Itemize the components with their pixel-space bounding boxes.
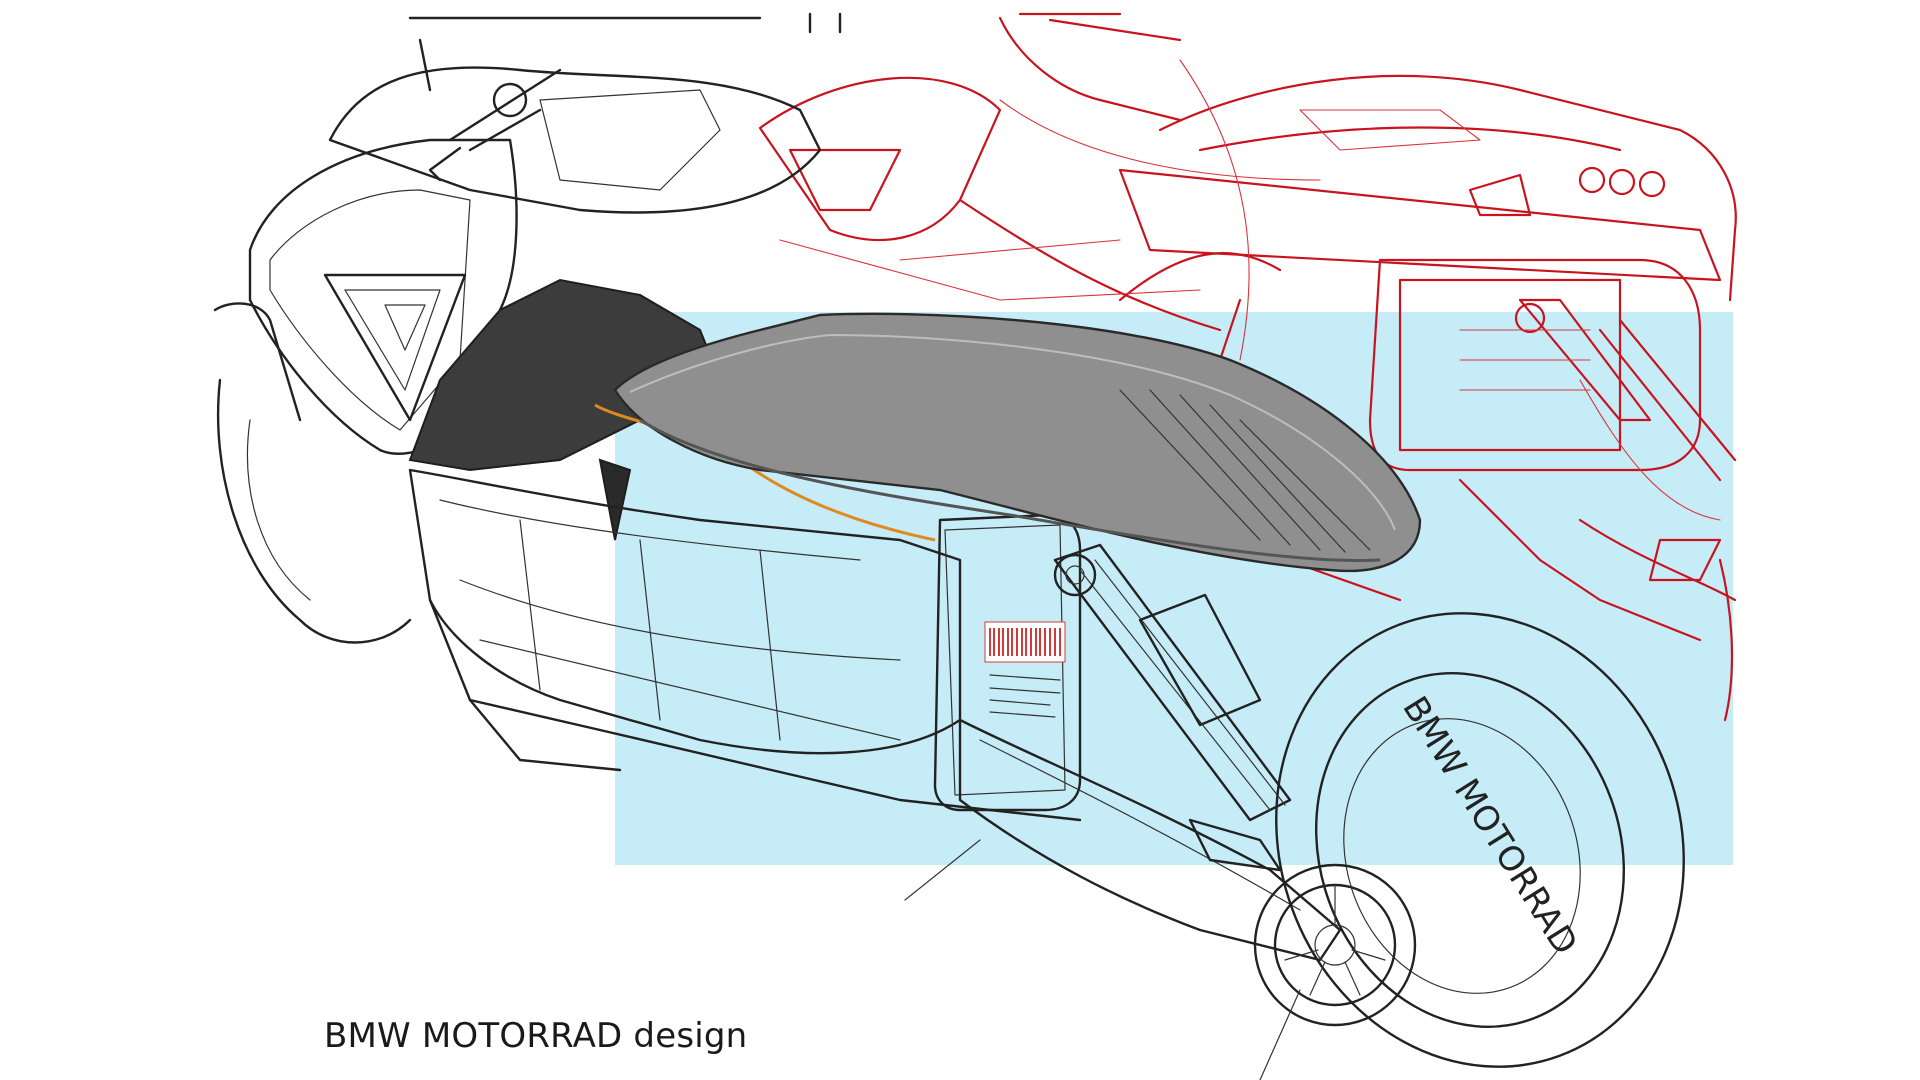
barcode-label	[984, 621, 1066, 718]
seat	[613, 312, 1422, 573]
ghost-frame-sketch	[758, 12, 1737, 722]
caption-brand: BMW MOTORRAD design	[324, 1016, 748, 1056]
